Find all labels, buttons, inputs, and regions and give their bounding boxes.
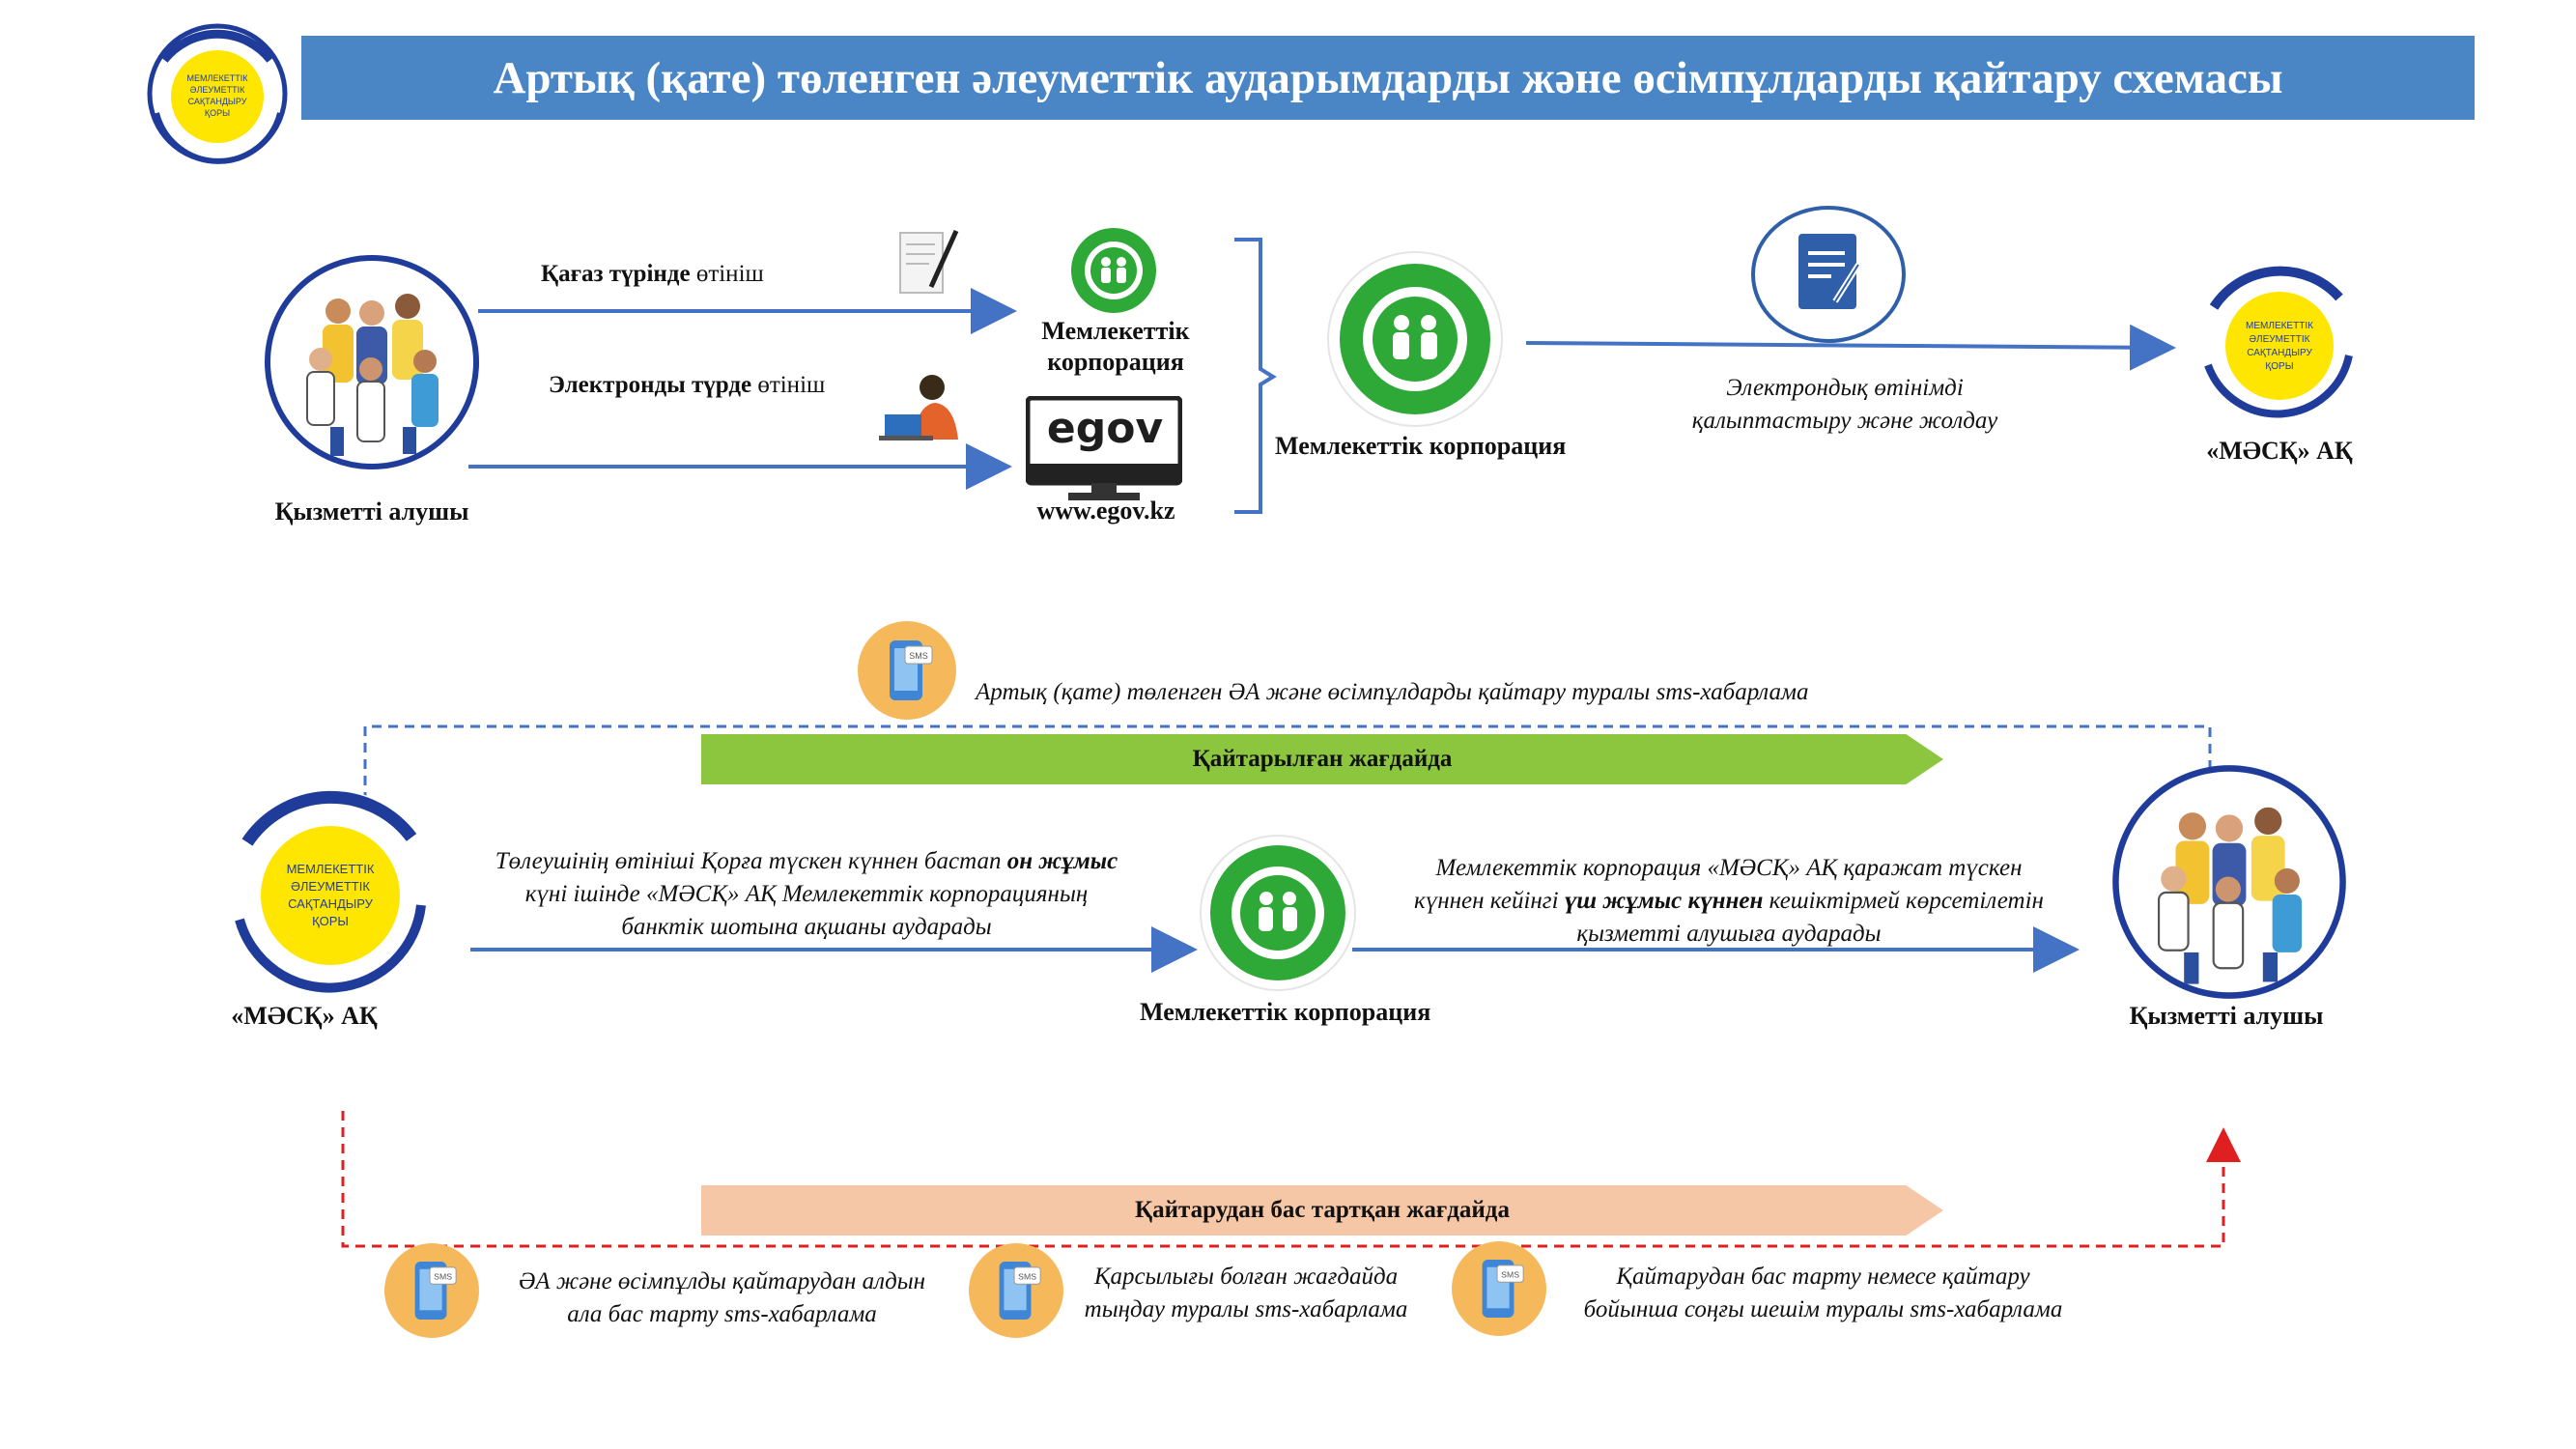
fund-label-top: «МӘСҚ» АҚ xyxy=(2206,437,2353,465)
sms2-line-1: Қарсылығы болған жағдайда xyxy=(1093,1264,1399,1290)
fund-top-logo-line-2: ӘЛЕУМЕТТІК xyxy=(2250,334,2310,345)
egov-logo: egov xyxy=(1046,404,1164,453)
gov-corp-icon-middle xyxy=(1198,833,1358,993)
fund-top-logo-line-4: ҚОРЫ xyxy=(2265,361,2293,372)
phone-sms-icon-1: SMS xyxy=(414,1262,457,1320)
logo-line-2: ӘЛЕУМЕТТІК xyxy=(190,85,245,95)
logo-line-4: ҚОРЫ xyxy=(205,108,230,118)
fund-transfer-line1a: Төлеушінің өтініші Қорға түскен күннен б… xyxy=(495,848,1007,874)
paper-document-icon xyxy=(896,227,962,304)
sms-top-text: Артық (қате) төленген ӘА және өсімпұлдар… xyxy=(976,679,1809,705)
sms2-line-2: тыңдау туралы sms-хабарлама xyxy=(1084,1296,1408,1322)
sms3-line-2: бойынша соңғы шешім туралы sms-хабарлама xyxy=(1583,1296,2063,1322)
sms-dashed-path xyxy=(363,724,2212,802)
corp-transfer-line1: Мемлекеттік корпорация «МӘСҚ» АҚ қаражат… xyxy=(1435,855,2023,881)
send-line-1: Электрондық өтінімді xyxy=(1726,375,1964,401)
refused-case-bar: Қайтарудан бас тартқан жағдайда xyxy=(701,1185,1943,1236)
sms-text-1: ӘА және өсімпұлды қайтарудан алдын ала б… xyxy=(488,1265,956,1331)
corp-transfer-text: Мемлекеттік корпорация «МӘСҚ» АҚ қаражат… xyxy=(1347,852,2110,951)
logo-line-3: САҚТАНДЫРУ xyxy=(188,97,247,106)
paper-rest: өтініш xyxy=(690,261,764,287)
egov-monitor xyxy=(1025,395,1183,504)
fund-transfer-line2: күні ішінде «МӘСҚ» АҚ Мемлекеттік корпор… xyxy=(524,881,1089,907)
bracket xyxy=(1234,238,1277,514)
electronic-application-label: Электронды түрде өтініш xyxy=(549,372,825,399)
refused-case-label: Қайтарудан бас тартқан жағдайда xyxy=(1135,1197,1510,1223)
fund-transfer-line1b: он жұмыс xyxy=(1006,848,1118,874)
sms-icon-1: SMS xyxy=(384,1243,479,1338)
fund-logo-middle: МЕМЛЕКЕТТІК ӘЛЕУМЕТТІК САҚТАНДЫРУ ҚОРЫ xyxy=(222,784,435,997)
people-group-icon-middle xyxy=(2112,765,2346,999)
sms-icon-top: SMS xyxy=(858,621,956,720)
gov-corp-small-label: Мемлекеттік корпорация xyxy=(1041,317,1190,376)
sun-family-icon xyxy=(1063,220,1164,321)
sms3-line-1: Қайтарудан бас тарту немесе қайтару xyxy=(1616,1264,2030,1290)
fund-mid-logo-line-2: ӘЛЕУМЕТТІК xyxy=(291,879,370,894)
paper-application-label: Қағаз түрінде өтініш xyxy=(541,261,764,288)
sms-badge-top: SMS xyxy=(909,651,928,661)
page-title: Артық (қате) төленген әлеуметтік аударым… xyxy=(493,52,2283,103)
sms-text-2: Қарсылығы болған жағдайда тыңдау туралы … xyxy=(1062,1261,1430,1326)
corp-transfer-line2b: үш жұмыс күннен xyxy=(1564,888,1764,914)
send-line-2: қалыптастыру және жолдау xyxy=(1691,408,1998,434)
returned-case-label: Қайтарылған жағдайда xyxy=(1192,746,1453,772)
title-bar: Артық (қате) төленген әлеуметтік аударым… xyxy=(301,36,2475,120)
recipient-group-top xyxy=(263,253,481,471)
fund-transfer-text: Төлеушінің өтініші Қорға түскен күннен б… xyxy=(444,845,1169,944)
people-group-icon xyxy=(265,255,479,469)
fund-mid-logo-line-1: МЕМЛЕКЕТТІК xyxy=(287,862,375,876)
corp-transfer-line3: қызметті алушыға аударады xyxy=(1576,921,1882,947)
logo-line-1: МЕМЛЕКЕТТІК xyxy=(187,73,249,83)
send-application-text: Электрондық өтінімді қалыптастыру және ж… xyxy=(1642,372,2048,438)
gov-corp-label-top: Мемлекеттік корпорация xyxy=(1275,432,1567,460)
sms-icon-3: SMS xyxy=(1452,1241,1546,1336)
arrow-to-fund xyxy=(1525,324,2176,371)
fund-label-middle: «МӘСҚ» АҚ xyxy=(231,1002,378,1030)
recipient-label-top: Қызметті алушы xyxy=(274,497,469,526)
recipient-label-middle: Қызметті алушы xyxy=(2129,1002,2324,1030)
fund-logo-header: МЕМЛЕКЕТТІК ӘЛЕУМЕТТІК САҚТАНДЫРУ ҚОРЫ xyxy=(145,21,290,166)
gov-corp-icon-large xyxy=(1325,249,1505,429)
document-edit-icon xyxy=(1750,205,1907,344)
sms1-line-1: ӘА және өсімпұлды қайтарудан алдын xyxy=(518,1268,926,1294)
gov-corp-label-middle: Мемлекеттік корпорация xyxy=(1140,998,1431,1026)
phone-sms-icon-3: SMS xyxy=(1482,1260,1524,1318)
phone-sms-icon-2: SMS xyxy=(999,1262,1041,1320)
sms-text-3: Қайтарудан бас тарту немесе қайтару бойы… xyxy=(1550,1261,2096,1326)
electronic-rest: өтініш xyxy=(751,372,826,398)
sms-badge-2: SMS xyxy=(1018,1271,1036,1281)
laptop-user-icon xyxy=(879,372,966,441)
electronic-bold: Электронды түрде xyxy=(549,372,752,398)
phone-sms-icon: SMS xyxy=(890,640,933,700)
sms-icon-2: SMS xyxy=(969,1243,1063,1338)
fund-top-logo-line-1: МЕМЛЕКЕТТІК xyxy=(2246,321,2313,331)
gov-corp-icon-small xyxy=(1061,217,1167,324)
fund-logo-top: МЕМЛЕКЕТТІК ӘЛЕУМЕТТІК САҚТАНДЫРУ ҚОРЫ xyxy=(2194,259,2361,425)
corp-transfer-line2a: күннен кейінгі xyxy=(1414,888,1565,914)
recipient-group-middle xyxy=(2110,763,2348,1001)
egov-url-link[interactable]: www.egov.kz xyxy=(1036,497,1175,525)
corp-transfer-line2c: кешіктірмей көрсетілетін xyxy=(1763,888,2044,914)
fund-mid-logo-line-3: САҚТАНДЫРУ xyxy=(288,896,374,911)
returned-case-bar: Қайтарылған жағдайда xyxy=(701,734,1943,784)
sun-family-icon-middle xyxy=(1200,835,1356,991)
fund-transfer-line3: банктік шотына ақшаны аударады xyxy=(621,914,992,940)
sms1-line-2: ала бас тарту sms-хабарлама xyxy=(567,1301,877,1327)
sms-badge-1: SMS xyxy=(434,1271,452,1281)
fund-top-logo-line-3: САҚТАНДЫРУ xyxy=(2247,348,2312,358)
sms-badge-3: SMS xyxy=(1501,1269,1519,1279)
paper-bold: Қағаз түрінде xyxy=(541,261,691,287)
fund-mid-logo-line-4: ҚОРЫ xyxy=(312,914,349,928)
sun-family-icon-large xyxy=(1327,251,1503,427)
refusal-dashed-path xyxy=(341,1111,2241,1248)
